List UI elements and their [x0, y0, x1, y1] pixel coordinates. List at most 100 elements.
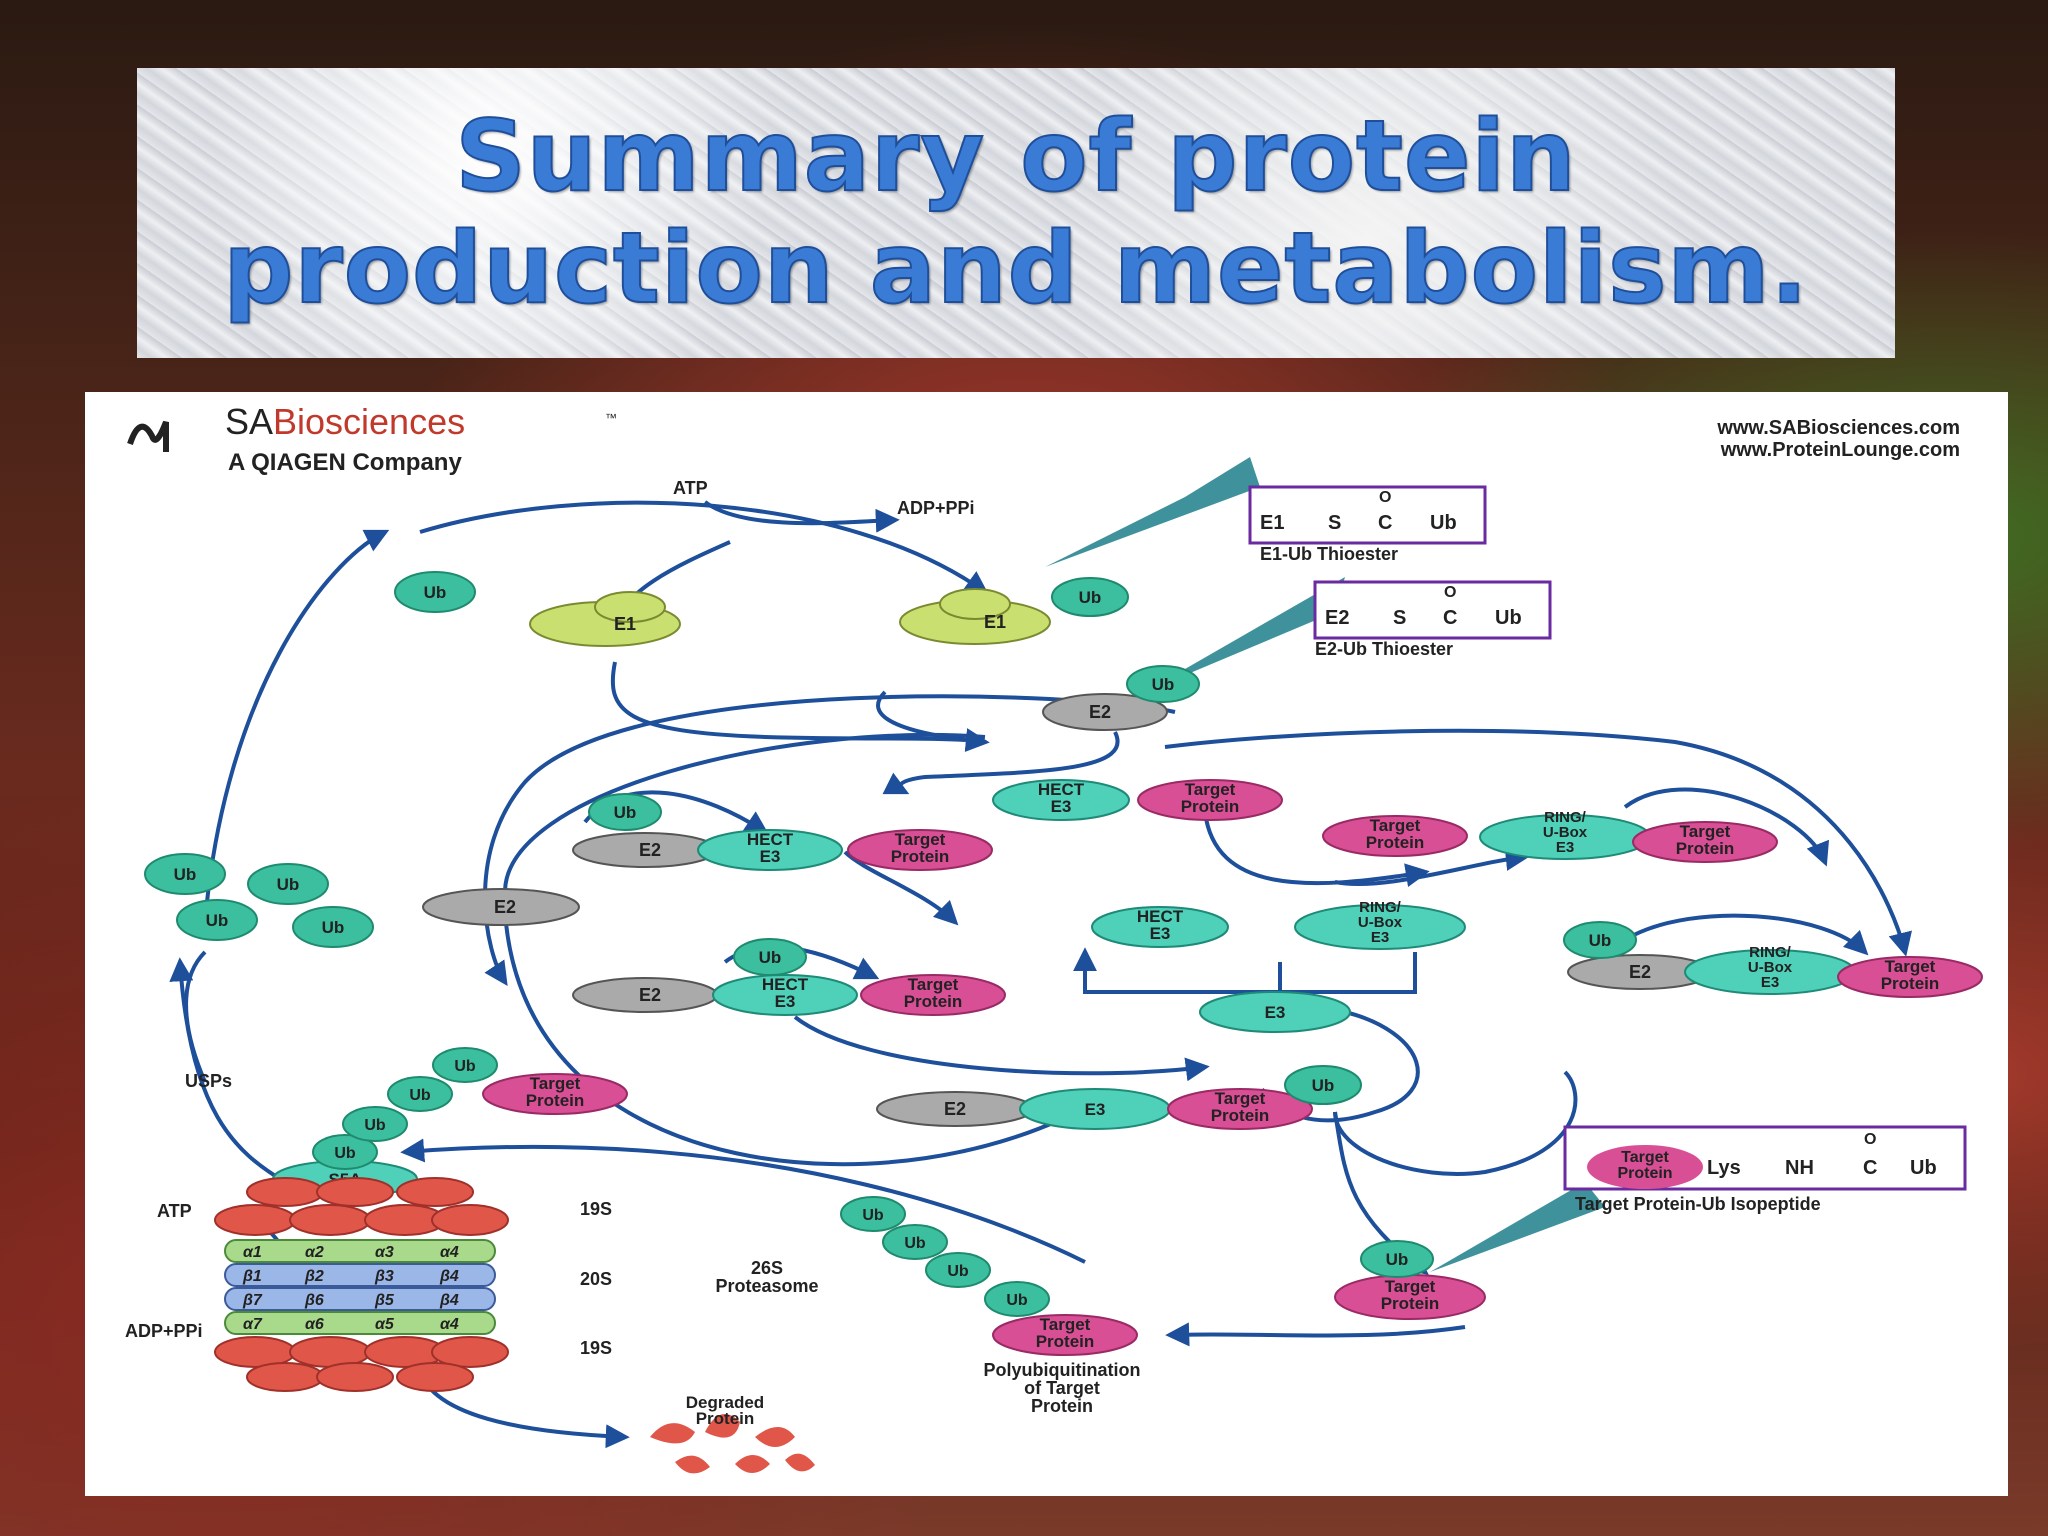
- ub-free-4: Ub: [292, 906, 374, 948]
- ub-hect-1: Ub: [588, 793, 662, 831]
- svg-text:U-Box: U-Box: [1358, 914, 1403, 931]
- svg-text:S: S: [1393, 607, 1406, 629]
- inset-wedges: [1045, 457, 1605, 1272]
- label-proteasome: Proteasome: [715, 1276, 818, 1296]
- label-19s-bottom: 19S: [580, 1338, 612, 1358]
- ub-center-free: Ub: [1284, 1065, 1362, 1105]
- svg-text:Ub: Ub: [454, 1058, 476, 1075]
- svg-text:Protein: Protein: [891, 847, 950, 866]
- svg-text:β3: β3: [374, 1268, 394, 1285]
- svg-text:HECT: HECT: [1038, 780, 1085, 799]
- ub-chain-prot-1: Ub: [312, 1134, 378, 1170]
- slide-title: Summary of protein production and metabo…: [222, 100, 1809, 326]
- svg-text:S: S: [1328, 512, 1341, 534]
- ub-cycle-top: Ub: [394, 571, 476, 613]
- svg-text:Ub: Ub: [1312, 1076, 1335, 1095]
- isopeptide-caption: Target Protein-Ub Isopeptide: [1575, 1194, 1821, 1214]
- e1-thioester-caption: E1-Ub Thioester: [1260, 544, 1398, 564]
- url-proteinlounge: www.ProteinLounge.com: [1720, 439, 1960, 461]
- target-protein-center: Target Protein: [1167, 1088, 1313, 1130]
- ring-e3-top: RING/ U-Box E3: [1479, 809, 1651, 860]
- e2-bottom: E2: [876, 1091, 1034, 1127]
- svg-text:Lys: Lys: [1707, 1157, 1741, 1179]
- svg-text:β4: β4: [439, 1268, 459, 1285]
- svg-text:Ub: Ub: [206, 911, 229, 930]
- svg-text:Ub: Ub: [277, 875, 300, 894]
- svg-text:E3: E3: [1150, 924, 1171, 943]
- e2-enzyme-free: E2: [422, 888, 580, 926]
- svg-text:Ub: Ub: [334, 1145, 356, 1162]
- svg-text:E3: E3: [1556, 839, 1574, 856]
- svg-text:HECT: HECT: [762, 975, 809, 994]
- svg-text:of Target: of Target: [1024, 1378, 1100, 1398]
- e2-hect-2: E2: [572, 977, 718, 1013]
- brand-bio: Biosciences: [273, 401, 465, 442]
- svg-text:RING/: RING/: [1544, 809, 1587, 826]
- e2-hect-1: E2: [572, 832, 718, 868]
- ub-free-1: Ub: [144, 853, 226, 895]
- svg-text:C: C: [1863, 1157, 1877, 1179]
- brand-logo: SA Biosciences ™ A QIAGEN Company: [127, 401, 617, 476]
- svg-text:β1: β1: [242, 1268, 262, 1285]
- ub-free-3: Ub: [176, 899, 258, 941]
- svg-text:Ub: Ub: [1006, 1292, 1028, 1309]
- svg-text:α4: α4: [440, 1244, 459, 1261]
- pathway-figure: SA Biosciences ™ A QIAGEN Company www.SA…: [85, 392, 2008, 1496]
- ub-ring-right: Ub: [1563, 921, 1637, 959]
- svg-text:Ub: Ub: [1152, 675, 1175, 694]
- ub-chain-poly-1: Ub: [840, 1196, 906, 1232]
- ub-free-2: Ub: [247, 863, 329, 905]
- svg-text:O: O: [1864, 1131, 1876, 1148]
- atp-label-proteasome: ATP: [157, 1201, 192, 1221]
- hect-e3-left-2: HECT E3: [712, 974, 858, 1016]
- svg-text:β4: β4: [439, 1292, 459, 1309]
- svg-text:Protein: Protein: [1617, 1165, 1672, 1182]
- label-26s: 26S: [751, 1258, 783, 1278]
- url-sabiosciences: www.SABiosciences.com: [1716, 417, 1960, 439]
- target-protein-ring-right: Target Protein: [1837, 956, 1983, 998]
- e3-generic-bottom: E3: [1019, 1088, 1171, 1130]
- ub-chain-prot-3: Ub: [387, 1076, 453, 1112]
- title-panel: Summary of protein production and metabo…: [137, 68, 1895, 358]
- e2-enzyme-central: E2: [1042, 693, 1168, 731]
- usps-label: USPs: [185, 1071, 232, 1091]
- svg-text:Ub: Ub: [759, 948, 782, 967]
- label-20s: 20S: [580, 1269, 612, 1289]
- svg-text:α5: α5: [375, 1316, 395, 1333]
- svg-text:Protein: Protein: [1381, 1294, 1440, 1313]
- svg-text:α3: α3: [375, 1244, 394, 1261]
- svg-text:Target: Target: [1370, 816, 1421, 835]
- ring-e3-right: RING/ U-Box E3: [1684, 944, 1856, 995]
- target-protein-polyub: Target Protein: [992, 1314, 1138, 1356]
- svg-text:C: C: [1378, 512, 1392, 534]
- target-protein-ring-mid: Target Protein: [1322, 815, 1468, 857]
- svg-text:Ub: Ub: [1386, 1250, 1409, 1269]
- e2-thioester-inset: E2 S C Ub O E2-Ub Thioester: [1313, 580, 1552, 659]
- isopeptide-inset: Target Protein Lys NH C Ub O Target Prot…: [1563, 1125, 1967, 1214]
- svg-text:C: C: [1443, 607, 1457, 629]
- svg-text:Target: Target: [1040, 1315, 1091, 1334]
- svg-text:Ub: Ub: [614, 803, 637, 822]
- polyubiquitination-caption: Polyubiquitination of Target Protein: [984, 1360, 1141, 1416]
- svg-text:Target: Target: [1215, 1089, 1266, 1108]
- svg-text:E2: E2: [639, 840, 661, 860]
- svg-text:Ub: Ub: [947, 1263, 969, 1280]
- adp-label-proteasome: ADP+PPi: [125, 1321, 203, 1341]
- regulatory-particle-top: [214, 1177, 509, 1236]
- brand-subtitle: A QIAGEN Company: [228, 449, 462, 476]
- svg-text:Protein: Protein: [904, 992, 963, 1011]
- svg-text:Ub: Ub: [1079, 588, 1102, 607]
- svg-text:Protein: Protein: [1036, 1332, 1095, 1351]
- hect-e3-mid: HECT E3: [1091, 906, 1229, 948]
- svg-text:Ub: Ub: [1430, 512, 1457, 534]
- svg-text:Ub: Ub: [1589, 931, 1612, 950]
- e3-generic-center: E3: [1199, 991, 1351, 1033]
- e1-thioester-inset: E1 S C Ub O E1-Ub Thioester: [1248, 485, 1487, 564]
- svg-text:Degraded: Degraded: [686, 1393, 764, 1412]
- svg-text:E1: E1: [614, 614, 636, 634]
- svg-text:HECT: HECT: [747, 830, 794, 849]
- svg-text:Ub: Ub: [904, 1235, 926, 1252]
- svg-text:Target: Target: [1621, 1149, 1669, 1166]
- svg-text:α4: α4: [440, 1316, 459, 1333]
- svg-text:O: O: [1379, 489, 1391, 506]
